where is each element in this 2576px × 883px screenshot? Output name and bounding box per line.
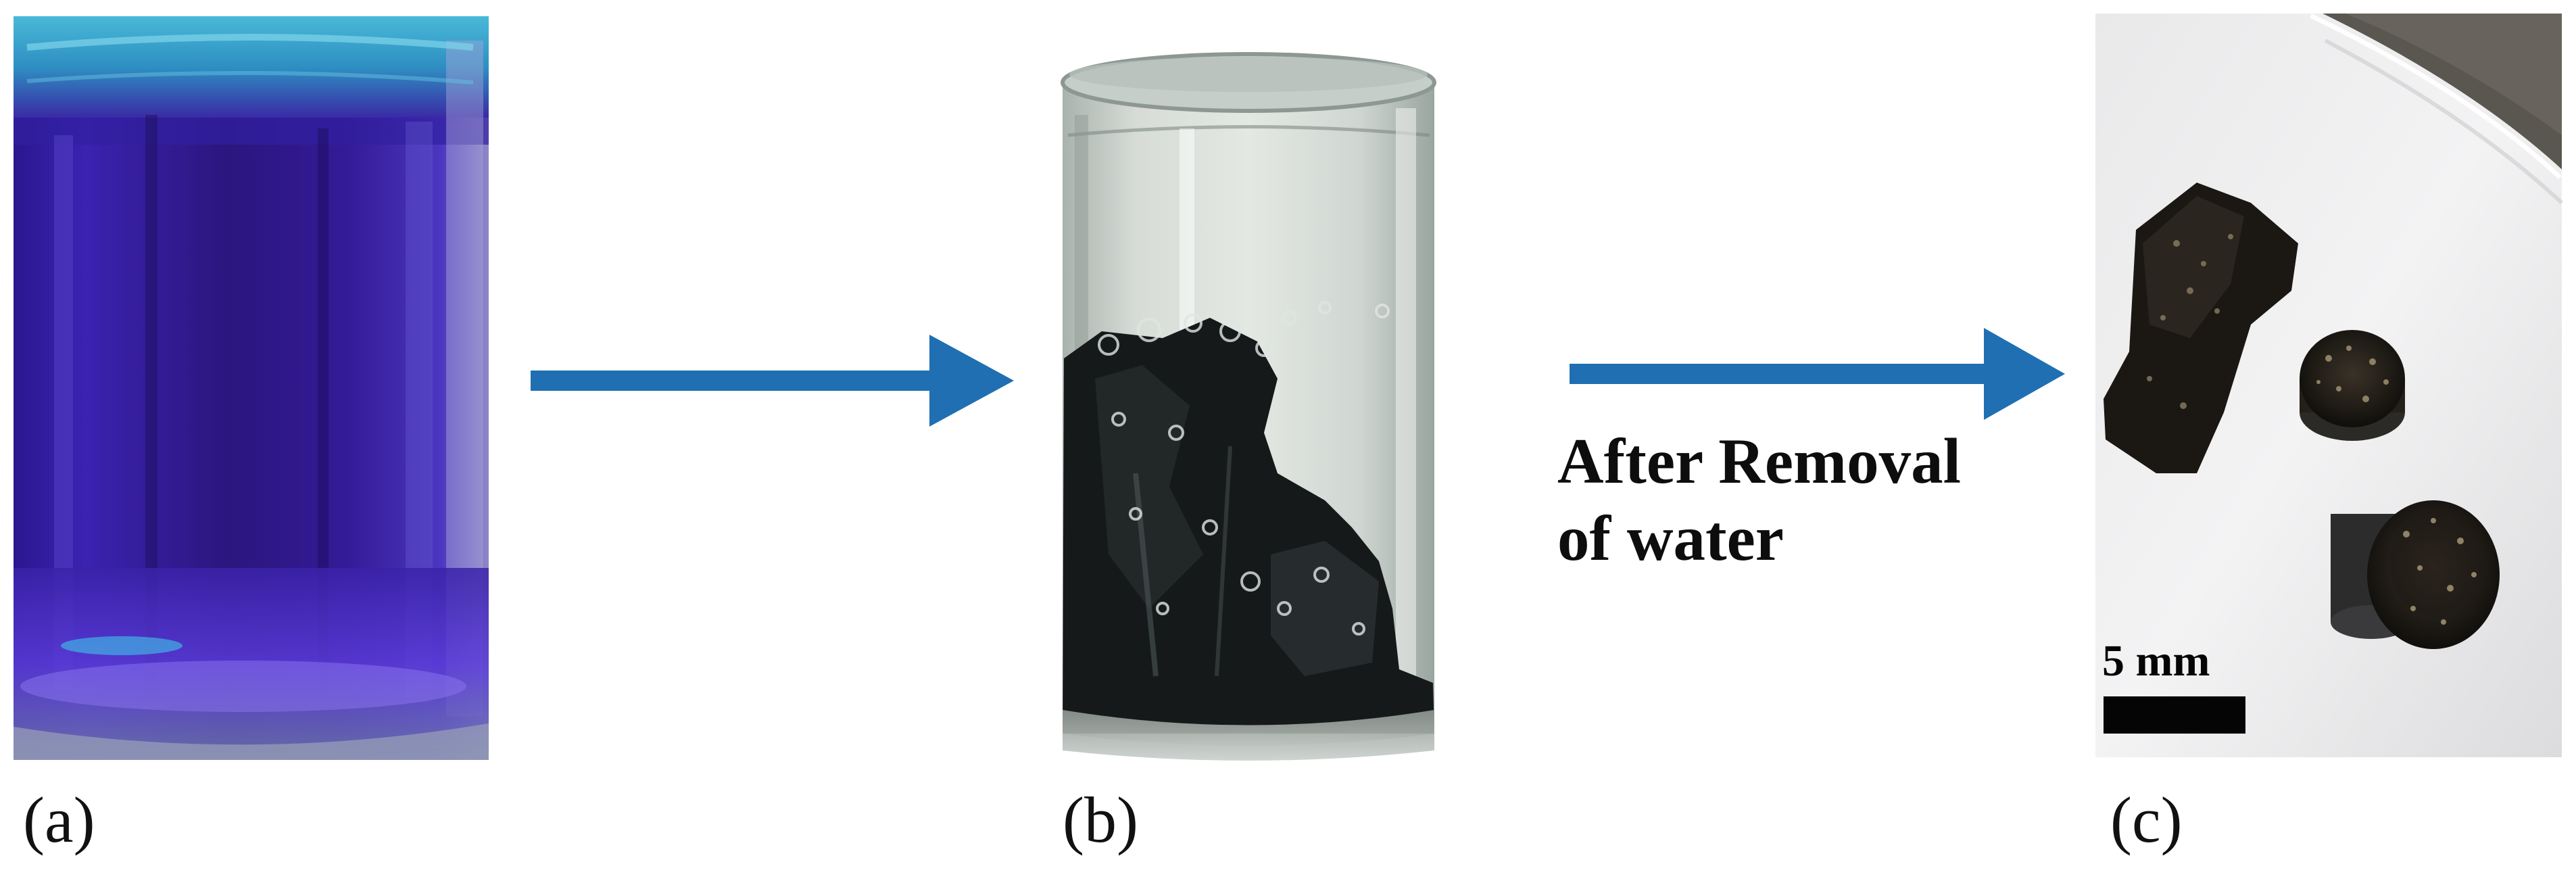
caption-line-2: of water [1557,502,1784,574]
sample-disc-2 [2331,500,2500,649]
panel-label-b: (b) [1063,784,1138,856]
panel-label-a: (a) [23,784,95,856]
photo-vial-solution [14,16,489,760]
arrow-right-icon [531,335,1014,427]
scale-bar-label: 5 mm [2102,636,2210,686]
panel-label-c: (c) [2110,784,2183,856]
sample-rod [2104,183,2298,473]
photo-dried-samples [2095,9,2565,757]
arrow-caption: After Removal of water [1557,423,2071,577]
scale-bar [2104,696,2245,734]
caption-line-1: After Removal [1557,425,1962,497]
arrow-right-icon [1570,328,2065,420]
photo-beaker-water [1054,15,1442,761]
sample-disc-1 [2300,330,2405,441]
